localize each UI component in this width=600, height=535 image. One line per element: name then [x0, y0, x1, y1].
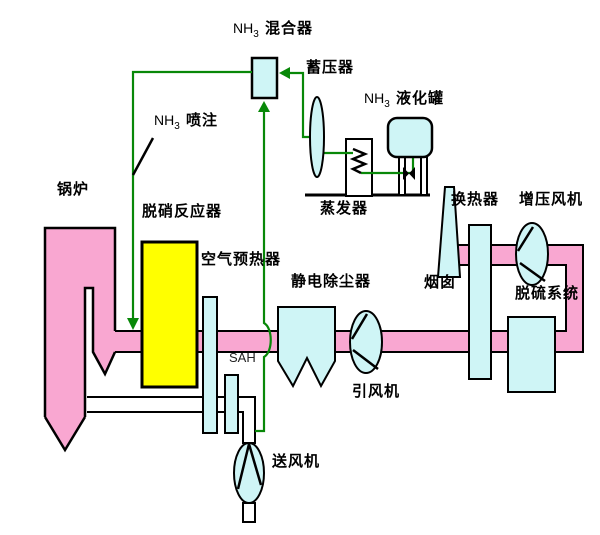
injection-arrowhead [127, 318, 139, 330]
idf-label: 引风机 [352, 383, 401, 400]
boiler-body [45, 228, 115, 450]
booster-fan-blades [516, 226, 546, 283]
sah-label: SAH [229, 350, 256, 365]
fgd-system [507, 316, 556, 393]
fd-fan-casing [233, 442, 265, 504]
tank-leg-right [420, 156, 428, 196]
mixer-inlet-arrowhead [279, 67, 290, 79]
scr-reactor [140, 240, 199, 389]
accumulator-label: 蓄压器 [306, 59, 355, 76]
chimney-label: 烟囱 [424, 274, 457, 291]
booster-fan [515, 222, 549, 286]
valve-left-triangle [403, 167, 409, 180]
injection-label-text: 喷注 [185, 112, 218, 129]
fdf-label: 送风机 [272, 453, 321, 470]
valve-right-triangle [409, 167, 415, 180]
mixer-label-nh: NH [233, 20, 254, 36]
liquefier-label-text: 液化罐 [395, 90, 444, 107]
air-preheater-column [202, 296, 218, 434]
accumulator-to-mixer-line [284, 71, 311, 139]
dilution-air-line [255, 111, 272, 433]
idf-fan-casing [349, 310, 383, 374]
injection-annotation-line [131, 137, 155, 176]
booster-fan-casing [515, 222, 549, 286]
mixer-label: NH3 混合器 [233, 20, 313, 43]
fgd-label: 脱硫系统 [515, 285, 580, 302]
booster-fan-label: 增压风机 [519, 191, 584, 208]
injection-label: NH3 喷注 [154, 112, 218, 135]
mixer-label-text: 混合器 [264, 20, 313, 37]
liquefier-label-sub: 3 [384, 99, 391, 110]
injection-label-nh: NH [154, 112, 175, 128]
mixer-label-sub: 3 [253, 29, 260, 40]
esp [277, 306, 336, 389]
evaporator-label: 蒸发器 [320, 200, 369, 217]
heat-exchanger [468, 224, 492, 380]
dilution-air-arrowhead [258, 101, 270, 112]
liquefier-label-nh: NH [364, 90, 385, 106]
heat-exchanger-label: 换热器 [451, 191, 500, 208]
nh3-injection-line [131, 70, 252, 321]
liquefier-tank [386, 116, 434, 159]
valve-icon [403, 167, 415, 180]
accumulator-vessel [309, 96, 325, 178]
idf-fan-blades [350, 313, 379, 370]
fd-fan-outlet-stub [242, 502, 256, 523]
air-preheater-column-2 [224, 374, 239, 434]
esp-label: 静电除尘器 [291, 273, 372, 290]
evaporator-coil [349, 147, 369, 175]
injection-label-sub: 3 [174, 121, 181, 132]
boiler-outline [43, 226, 117, 453]
air-preheater-label: 空气预热器 [201, 251, 282, 268]
idf-fan [349, 310, 383, 374]
boiler-label: 锅炉 [57, 181, 90, 198]
fd-fan [233, 442, 265, 504]
liquefier-label: NH3 液化罐 [364, 90, 444, 113]
chimney [436, 186, 462, 278]
fd-fan-blades [236, 443, 263, 490]
nh3-mixer [250, 56, 279, 100]
scr-reactor-label: 脱硝反应器 [142, 203, 223, 220]
